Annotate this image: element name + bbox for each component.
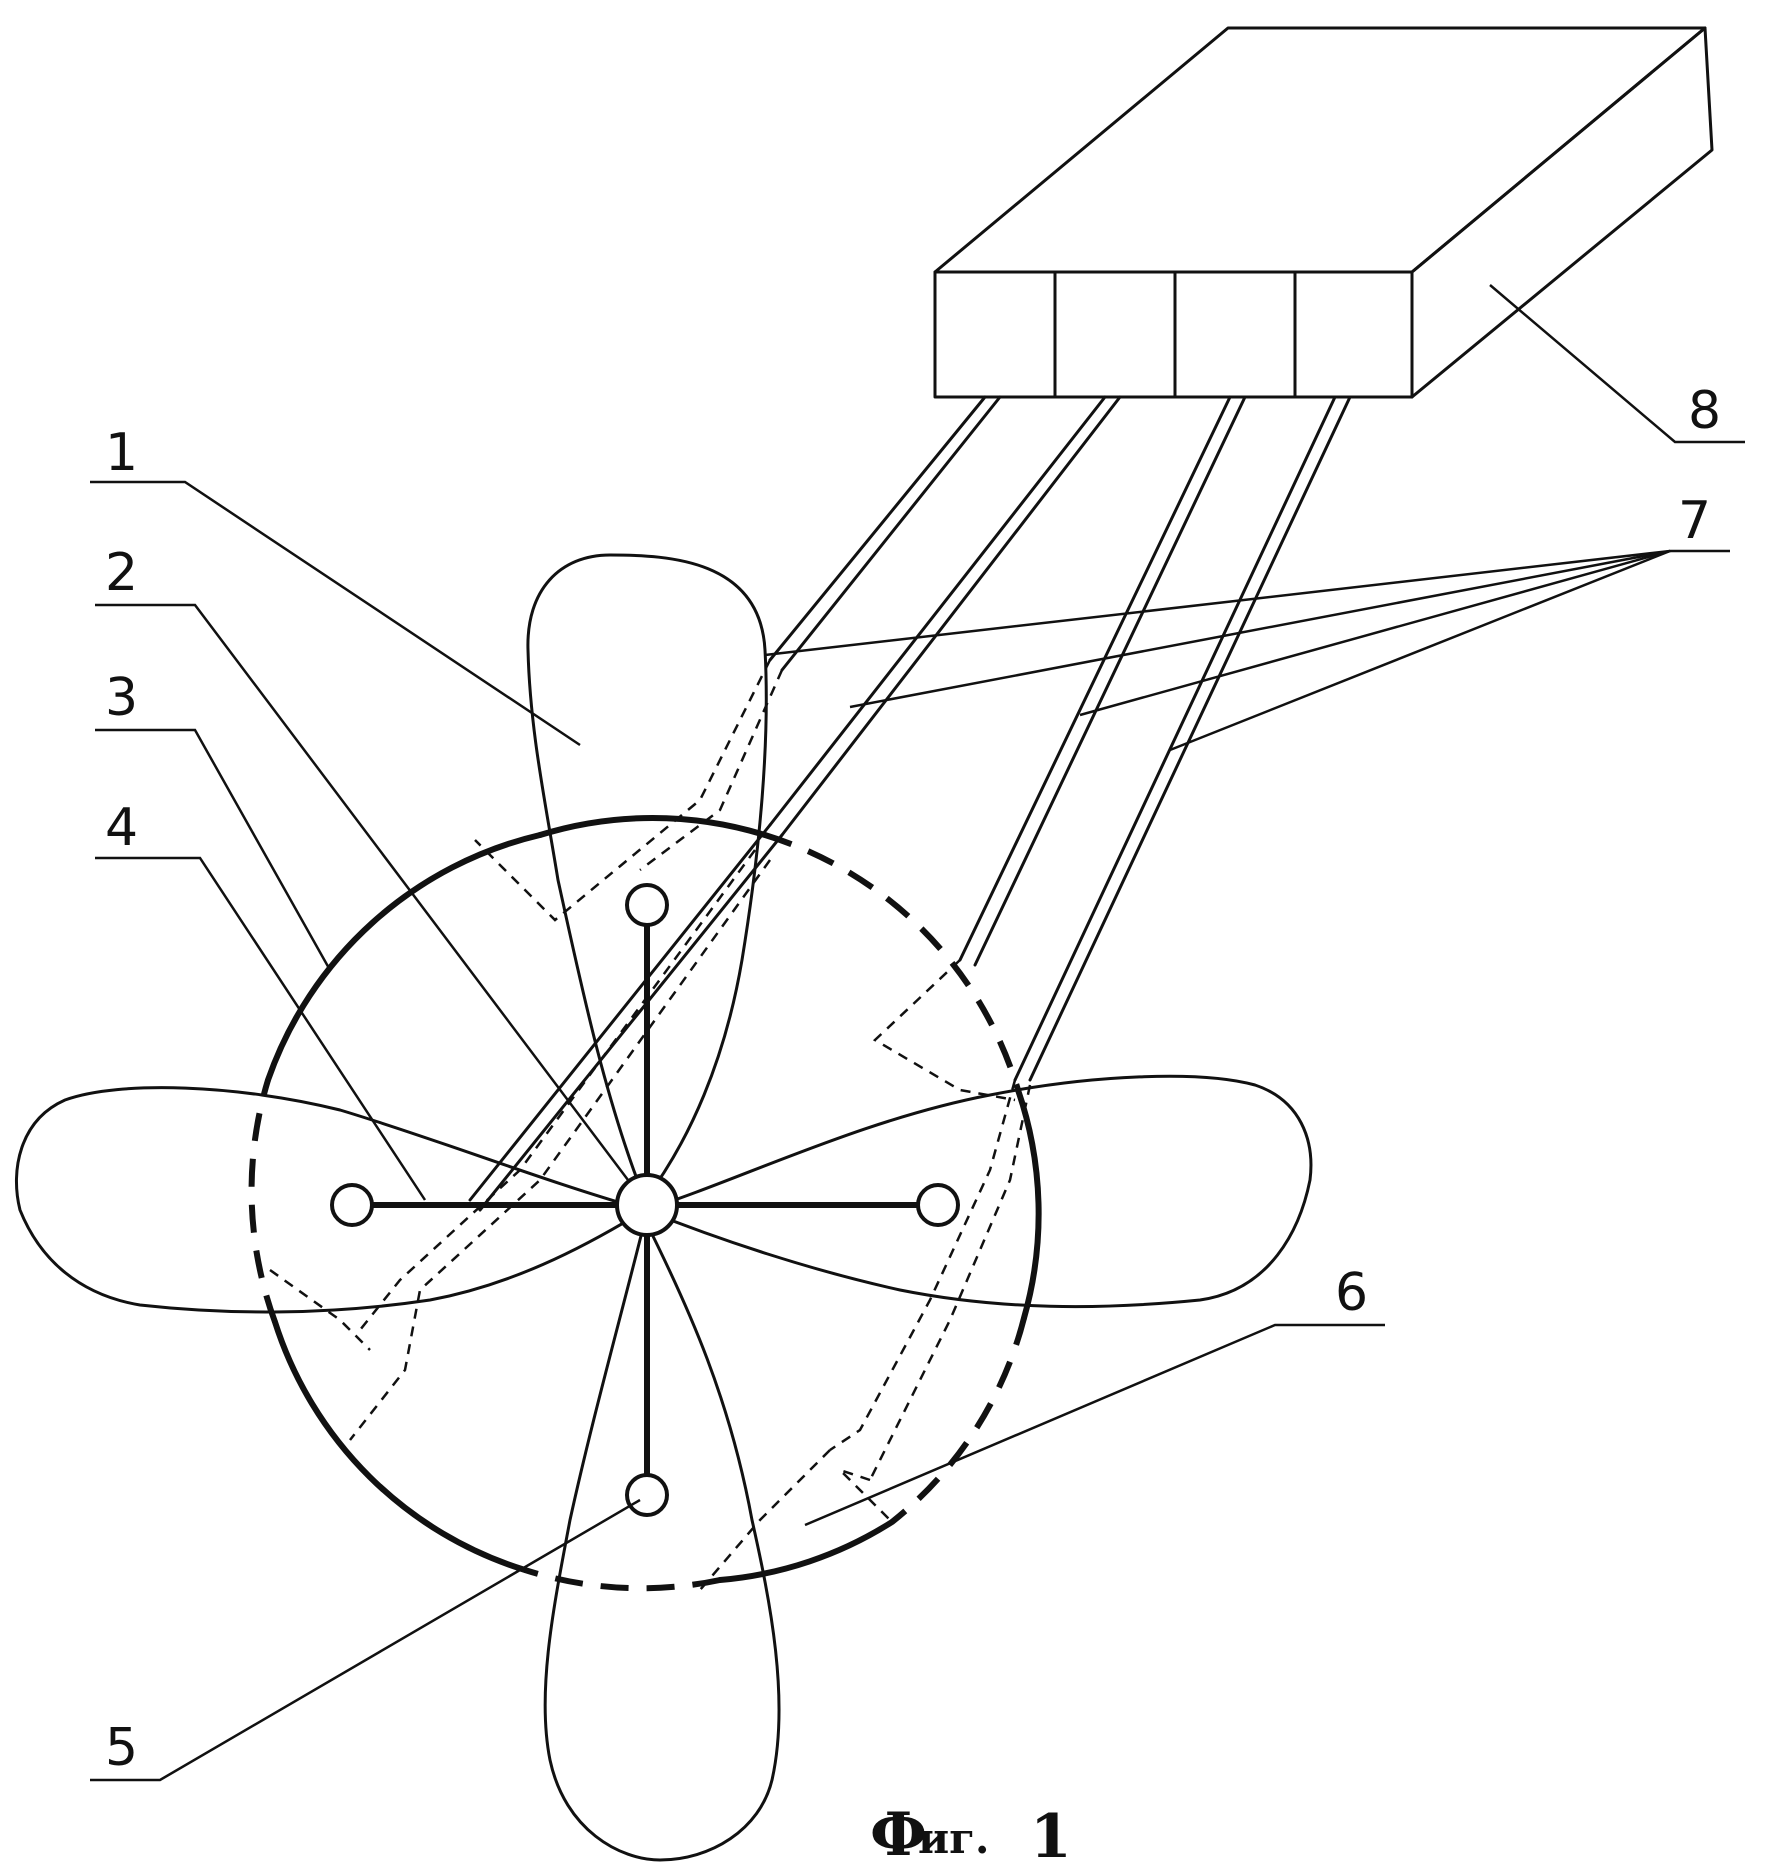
label-2: 2 bbox=[105, 543, 138, 603]
blade-bottom bbox=[545, 1220, 779, 1860]
cables bbox=[470, 397, 1350, 1210]
label-7: 7 bbox=[1678, 491, 1711, 551]
blade-right bbox=[645, 1076, 1311, 1306]
figure-caption: Ф иг. 1 bbox=[870, 1800, 1072, 1867]
label-5: 5 bbox=[105, 1718, 138, 1778]
caption-number: 1 bbox=[1030, 1802, 1072, 1867]
caption-rest: иг. bbox=[918, 1814, 990, 1863]
leader-lines bbox=[90, 285, 1745, 1780]
label-3: 3 bbox=[105, 668, 138, 728]
label-8: 8 bbox=[1688, 381, 1721, 441]
hub bbox=[617, 1175, 677, 1235]
control-unit-box bbox=[935, 28, 1712, 397]
label-1: 1 bbox=[105, 423, 138, 483]
label-4: 4 bbox=[105, 798, 138, 858]
label-6: 6 bbox=[1335, 1263, 1368, 1323]
